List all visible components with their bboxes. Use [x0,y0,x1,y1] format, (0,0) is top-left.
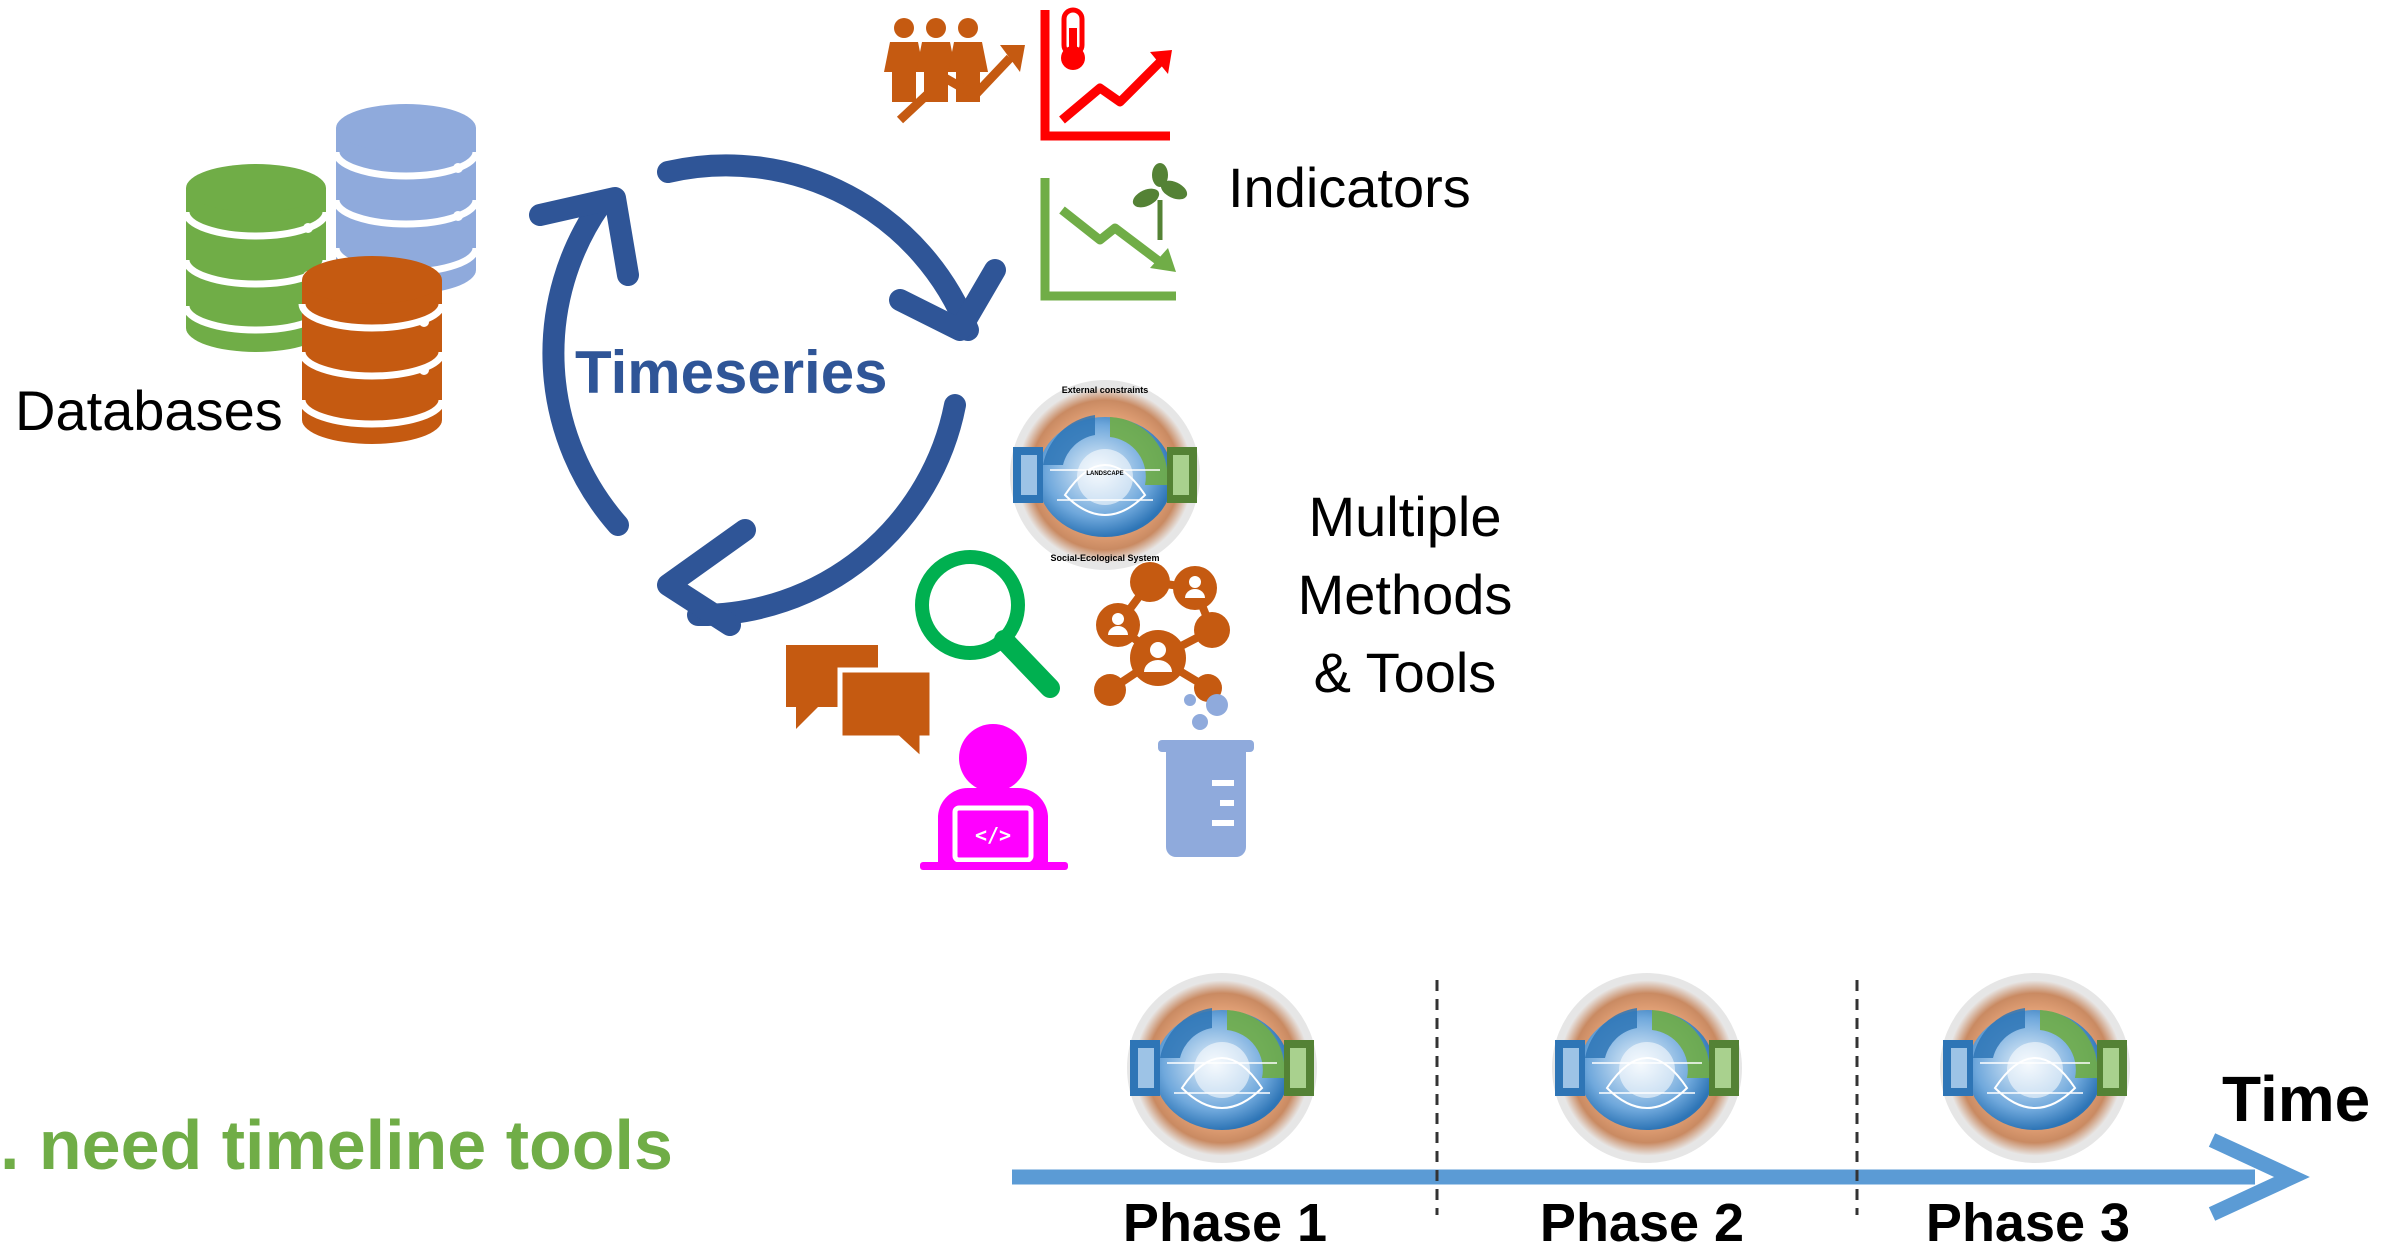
ses-bottom-caption: Social-Ecological System [1050,553,1160,563]
plant-decline-icon [1040,163,1188,301]
search-icon [915,550,1060,698]
phase-1-label: Phase 1 [1122,1193,1328,1253]
phase-2-ses-icon [1551,972,1743,1164]
network-people-icon [1094,562,1230,706]
databases-label: Databases [15,379,283,442]
beaker-icon [1158,694,1254,857]
phase-1-ses-icon [1126,972,1318,1164]
phase-3-ses-icon [1939,972,2131,1164]
time-label: Time [2222,1063,2371,1135]
database-orange-icon [298,256,446,444]
phase-dividers [1435,980,1859,1215]
phase-3-label: Phase 3 [1925,1193,2131,1253]
indicators-label: Indicators [1228,156,1471,219]
temperature-rise-icon [1040,7,1172,141]
coder-laptop-icon: </> [920,724,1068,870]
timeline-arrow [1012,1133,2310,1221]
methods-tools-label: Multiple Methods & Tools [1265,478,1545,712]
ses-center-caption: LANDSCAPE [1086,471,1124,477]
population-growth-icon [884,18,1025,124]
cycle-arrows [529,154,1006,636]
phase-2-label: Phase 2 [1539,1193,1745,1253]
need-timeline-tools-label: . need timeline tools [0,1106,673,1184]
database-blue-icon [332,104,480,294]
methods-line-3: & Tools [1313,641,1497,704]
svg-text:</>: </> [975,823,1011,847]
timeseries-label: Timeseries [575,339,888,406]
methods-line-2: Methods [1297,563,1513,626]
methods-line-1: Multiple [1308,485,1502,548]
ses-top-caption: External constraints [1061,385,1149,395]
chat-bubbles-icon [786,645,935,766]
